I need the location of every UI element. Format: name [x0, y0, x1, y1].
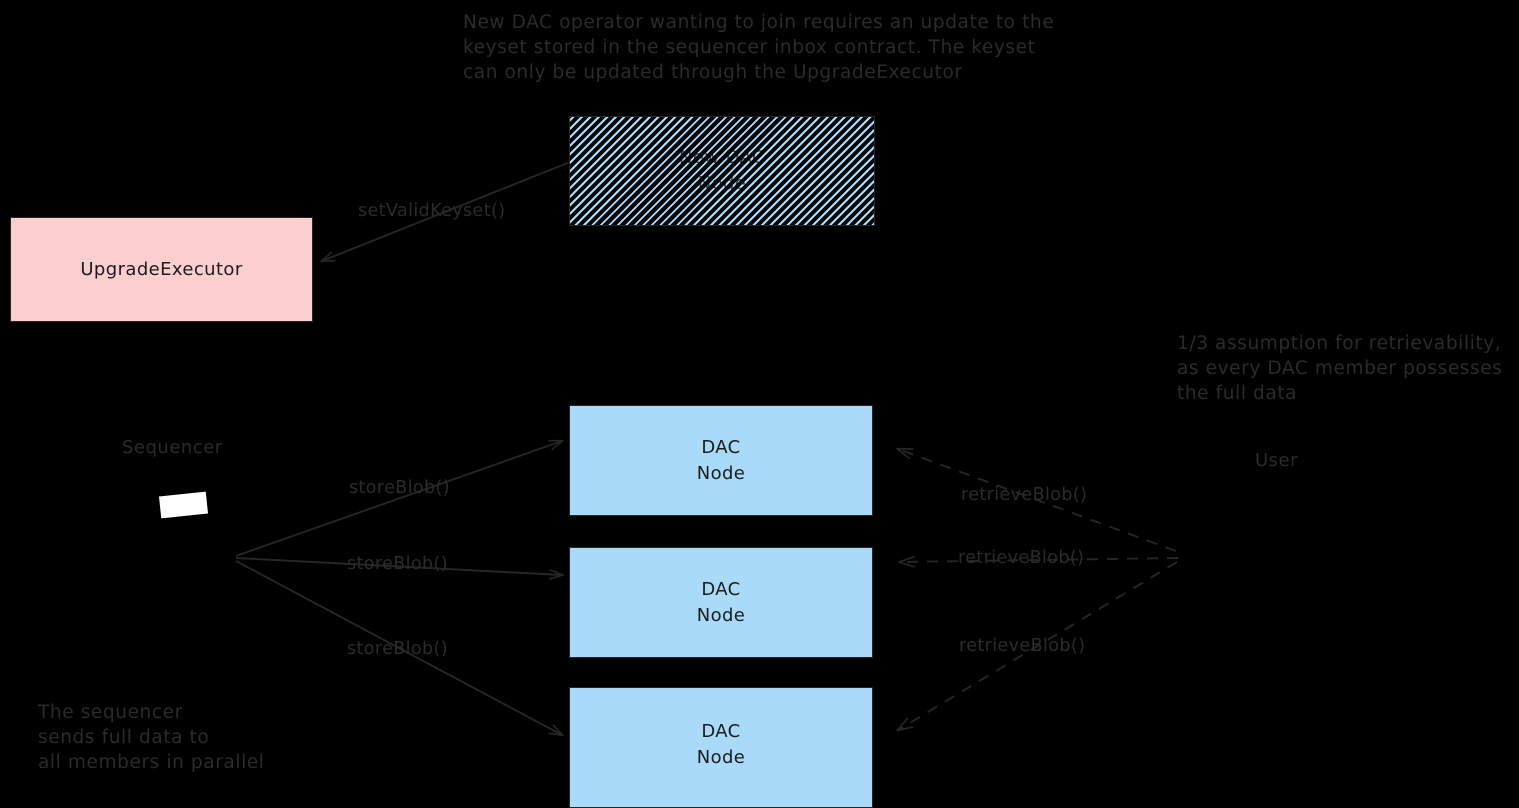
- dac-node-1-box[interactable]: DAC Node: [569, 405, 873, 516]
- edge-label-store-blob-1: storeBlob(): [349, 478, 451, 498]
- upgrade-executor-box[interactable]: UpgradeExecutor: [10, 217, 313, 322]
- note-retrievability: 1/3 assumption for retrievability, as ev…: [1177, 333, 1503, 404]
- note-sequencer-parallel: The sequencer sends full data to all mem…: [38, 702, 265, 773]
- new-dac-node-label: New DAC Node: [679, 147, 765, 194]
- note-keyset-update: New DAC operator wanting to join require…: [463, 12, 1055, 83]
- edge-label-retrieve-blob-1: retrieveBlob(): [961, 485, 1088, 505]
- sequencer-label: Sequencer: [122, 437, 223, 458]
- edge-label-set-valid-keyset: setValidKeyset(): [358, 201, 506, 221]
- upgrade-executor-label: UpgradeExecutor: [80, 258, 243, 280]
- user-label: User: [1255, 450, 1299, 471]
- dac-node-3-box[interactable]: DAC Node: [569, 687, 873, 808]
- dac-node-3-label: DAC Node: [696, 720, 746, 768]
- dac-node-2-box[interactable]: DAC Node: [569, 547, 873, 658]
- edge-label-retrieve-blob-2: retrieveBlob(): [958, 548, 1085, 568]
- edge-label-store-blob-2: storeBlob(): [347, 554, 449, 574]
- edge-store-blob-1: [235, 439, 564, 557]
- new-dac-node-box[interactable]: New DAC Node: [569, 116, 875, 226]
- edge-label-retrieve-blob-3: retrieveBlob(): [959, 636, 1086, 656]
- dac-node-1-label: DAC Node: [696, 436, 746, 484]
- dac-node-2-label: DAC Node: [696, 578, 746, 626]
- edge-label-store-blob-3: storeBlob(): [347, 639, 449, 659]
- sequencer-icon: [158, 491, 209, 519]
